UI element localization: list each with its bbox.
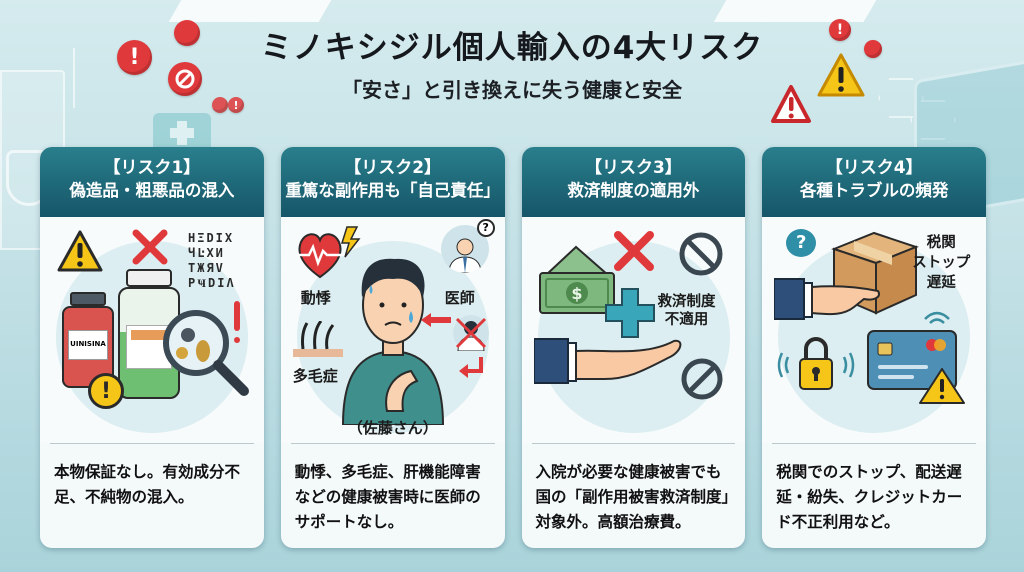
card-divider bbox=[531, 443, 736, 444]
card-illustration: HΞDIX ЧĿХИ TЖЯV PҸDIΛ UINISINA bbox=[40, 217, 264, 443]
label-line: 救済制度 bbox=[657, 294, 716, 310]
money-icon: $ bbox=[538, 245, 615, 314]
card-illustration: ? 税関 ストップ 遅延 bbox=[762, 217, 986, 443]
magnifier-icon bbox=[163, 310, 249, 396]
card-illustration: $ 救済制度 不適用 bbox=[521, 217, 746, 443]
padlock-icon bbox=[778, 337, 855, 390]
medicine-bottle-icon bbox=[118, 269, 180, 399]
hair-label: 多毛症 bbox=[292, 367, 338, 385]
ceiling-light bbox=[168, 0, 332, 22]
wireless-icon bbox=[924, 311, 951, 324]
label-line: 不適用 bbox=[664, 312, 709, 328]
question-bubble-icon: ? bbox=[476, 219, 495, 237]
exclamation-badge-icon: ! bbox=[829, 19, 851, 41]
doctor-question-icon bbox=[440, 225, 489, 273]
risk-card-3: 【リスク3】 救済制度の適用外 $ 救済制度 不適用 bbox=[521, 147, 746, 548]
warning-triangle-icon bbox=[57, 230, 103, 272]
person-icon bbox=[341, 258, 444, 425]
credit-card-icon bbox=[867, 330, 966, 404]
medicine-bottle-icon: UINISINA bbox=[62, 292, 114, 388]
hand-icon bbox=[774, 278, 881, 320]
ceiling-light bbox=[713, 0, 877, 22]
medical-cross-icon bbox=[604, 288, 655, 338]
exclamation-icon bbox=[234, 301, 240, 331]
page-subtitle: 「安さ」と引き換えに失う健康と安全 bbox=[342, 78, 682, 102]
warning-circle-icon: ! bbox=[88, 373, 124, 409]
garbled-line: HΞDIX bbox=[188, 231, 235, 245]
person-name-label: （佐藤さん） bbox=[347, 419, 438, 437]
relief-not-applicable-label: 救済制度 不適用 bbox=[658, 293, 716, 329]
card-description: 動悸、多毛症、肝機能障害などの健康被害時に医師のサポートなし。 bbox=[294, 463, 481, 531]
risk-card-1: 【リスク1】 偽造品・粗悪品の混入 HΞDIX ЧĿХИ TЖЯV PҸDIΛ bbox=[40, 147, 264, 548]
exclamation-dot bbox=[234, 337, 240, 343]
label-line: 税関 bbox=[926, 235, 956, 251]
open-hand-icon bbox=[533, 338, 681, 384]
circuit-lines bbox=[73, 48, 133, 108]
card-label: 【リスク4】 bbox=[825, 158, 923, 178]
page-title: ミノキシジル個人輸入の4大リスク bbox=[260, 30, 764, 66]
card-header: 【リスク3】 救済制度の適用外 bbox=[521, 147, 746, 217]
card-divider bbox=[50, 443, 254, 444]
garbled-line: PҸDIΛ bbox=[188, 276, 236, 290]
card-label: 【リスク1】 bbox=[103, 158, 201, 178]
crossed-doctor-icon bbox=[452, 315, 489, 352]
prohibited-icon bbox=[681, 358, 722, 400]
exclamation-badge-icon: ! bbox=[228, 97, 244, 113]
warning-triangle-outline-icon bbox=[771, 85, 811, 123]
card-description: 入院が必要な健康被害でも国の「副作用被害救済制度」対象外。高額治療費。 bbox=[535, 463, 730, 531]
hair-icon bbox=[292, 321, 343, 357]
hexagon-shape bbox=[910, 100, 956, 140]
palpitation-label: 動悸 bbox=[300, 289, 331, 307]
label-line: ストップ bbox=[912, 255, 971, 271]
card-title: 各種トラブルの頻発 bbox=[799, 181, 949, 200]
red-dot-icon bbox=[212, 97, 228, 113]
prohibited-icon bbox=[679, 232, 722, 276]
risk-card-2: 【リスク2】 重篤な副作用も「自己責任」 動悸 bbox=[280, 147, 505, 548]
page-header: ミノキシジル個人輸入の4大リスク 「安さ」と引き換えに失う健康と安全 bbox=[0, 28, 1024, 103]
no-entry-icon bbox=[168, 62, 202, 96]
card-title: 重篤な副作用も「自己責任」 bbox=[285, 181, 500, 200]
heart-pulse-icon bbox=[296, 226, 361, 279]
hexagon-shape bbox=[878, 78, 924, 118]
card-title: 偽造品・粗悪品の混入 bbox=[69, 181, 235, 200]
question-bubble-icon: ? bbox=[786, 229, 817, 257]
card-label: 【リスク2】 bbox=[344, 158, 442, 178]
medical-cross-icon bbox=[153, 113, 211, 153]
card-header: 【リスク4】 各種トラブルの頻発 bbox=[762, 147, 986, 217]
red-x-icon bbox=[132, 229, 168, 265]
garbled-line: TЖЯV bbox=[188, 261, 225, 275]
risk-cards: 【リスク1】 偽造品・粗悪品の混入 HΞDIX ЧĿХИ TЖЯV PҸDIΛ bbox=[40, 147, 986, 549]
red-dot-icon bbox=[864, 40, 882, 58]
doctor-label: 医師 bbox=[444, 289, 475, 307]
card-description: 本物保証なし。有効成分不足、不純物の混入。 bbox=[54, 463, 241, 506]
card-divider bbox=[772, 443, 976, 444]
risk-card-4: 【リスク4】 各種トラブルの頻発 ? 税関 ストップ 遅延 bbox=[762, 147, 986, 548]
card-header: 【リスク2】 重篤な副作用も「自己責任」 bbox=[280, 147, 505, 217]
dollar-symbol: $ bbox=[571, 284, 582, 303]
card-illustration: 動悸 ? 医師 bbox=[280, 217, 505, 443]
red-x-icon bbox=[613, 231, 654, 271]
garbled-text: HΞDIX ЧĿХИ TЖЯV PҸDIΛ bbox=[188, 231, 236, 291]
customs-stop-delay-label: 税関 ストップ 遅延 bbox=[912, 233, 970, 293]
card-description: 税関でのストップ、配送遅延・紛失、クレジットカード不正利用など。 bbox=[776, 463, 963, 531]
garbled-line: ЧĿХИ bbox=[188, 246, 225, 260]
card-divider bbox=[290, 443, 495, 444]
warning-triangle-icon bbox=[817, 53, 865, 97]
arrow-left-icon bbox=[420, 313, 451, 327]
exclamation-badge-icon: ! bbox=[117, 40, 152, 75]
red-dot-icon bbox=[174, 20, 200, 46]
label-line: 遅延 bbox=[926, 275, 956, 291]
card-title: 救済制度の適用外 bbox=[567, 181, 700, 200]
card-header: 【リスク1】 偽造品・粗悪品の混入 bbox=[40, 147, 264, 217]
card-label: 【リスク3】 bbox=[584, 158, 682, 178]
arrow-return-icon bbox=[458, 357, 483, 378]
bottle-label: UINISINA bbox=[68, 330, 108, 360]
